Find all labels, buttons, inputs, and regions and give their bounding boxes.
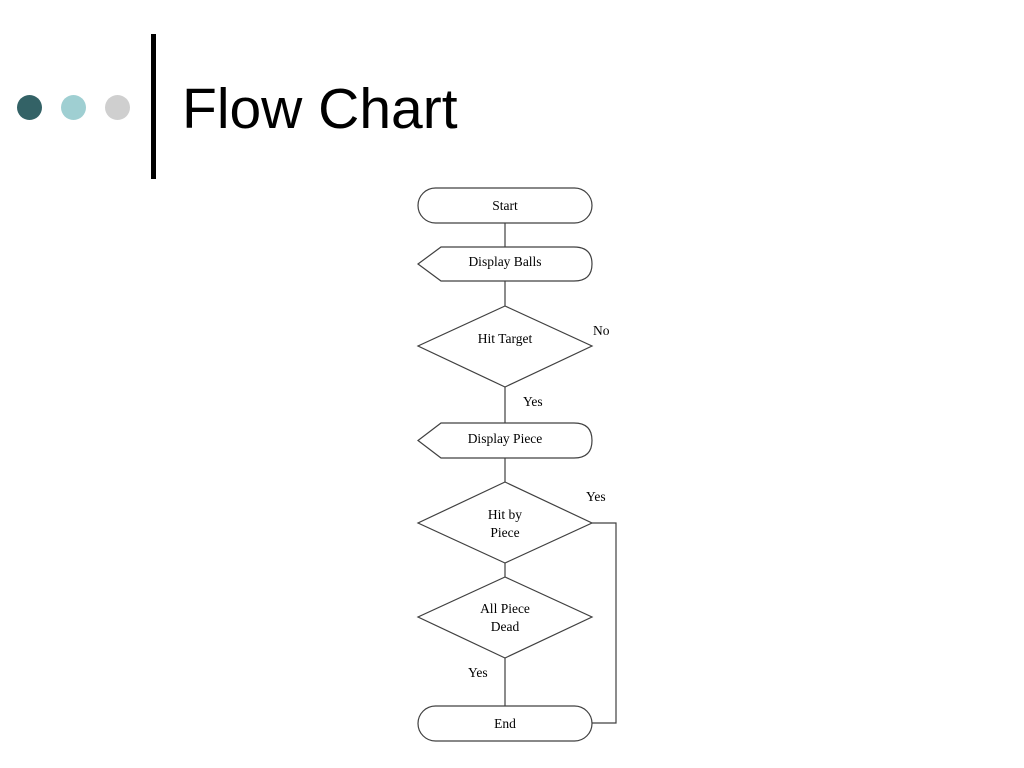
gray-dot-icon <box>105 95 130 120</box>
display-balls-shape <box>416 246 593 282</box>
display-piece-label: Display Piece <box>468 431 543 446</box>
light-teal-dot-icon <box>61 95 86 120</box>
hit-by-piece-label-line-2: Piece <box>490 525 519 540</box>
yes-label-hit-by-piece: Yes <box>586 489 606 504</box>
end-terminator <box>417 705 593 742</box>
end-label: End <box>494 716 516 731</box>
start-terminator <box>417 187 593 224</box>
hit-by-piece-label-line-1: Hit by <box>488 507 522 522</box>
dark-teal-dot-icon <box>17 95 42 120</box>
display-balls-label: Display Balls <box>468 254 541 269</box>
all-piece-dead-label-line-2: Dead <box>491 619 520 634</box>
slide-title: Flow Chart <box>182 77 458 141</box>
display-piece-shape <box>417 422 593 459</box>
title-divider <box>151 34 156 179</box>
hit-target-decision <box>416 305 594 388</box>
start-label: Start <box>492 198 518 213</box>
yes-label-all-piece-dead: Yes <box>468 665 488 680</box>
hit-by-piece-decision <box>416 481 594 564</box>
no-label: No <box>593 323 610 338</box>
all-piece-dead-decision <box>416 576 594 659</box>
yes-label-hit-target: Yes <box>523 394 543 409</box>
connector-hit-by-piece-end <box>592 522 617 724</box>
all-piece-dead-label-line-1: All Piece <box>480 601 530 616</box>
hit-target-label: Hit Target <box>478 331 533 346</box>
